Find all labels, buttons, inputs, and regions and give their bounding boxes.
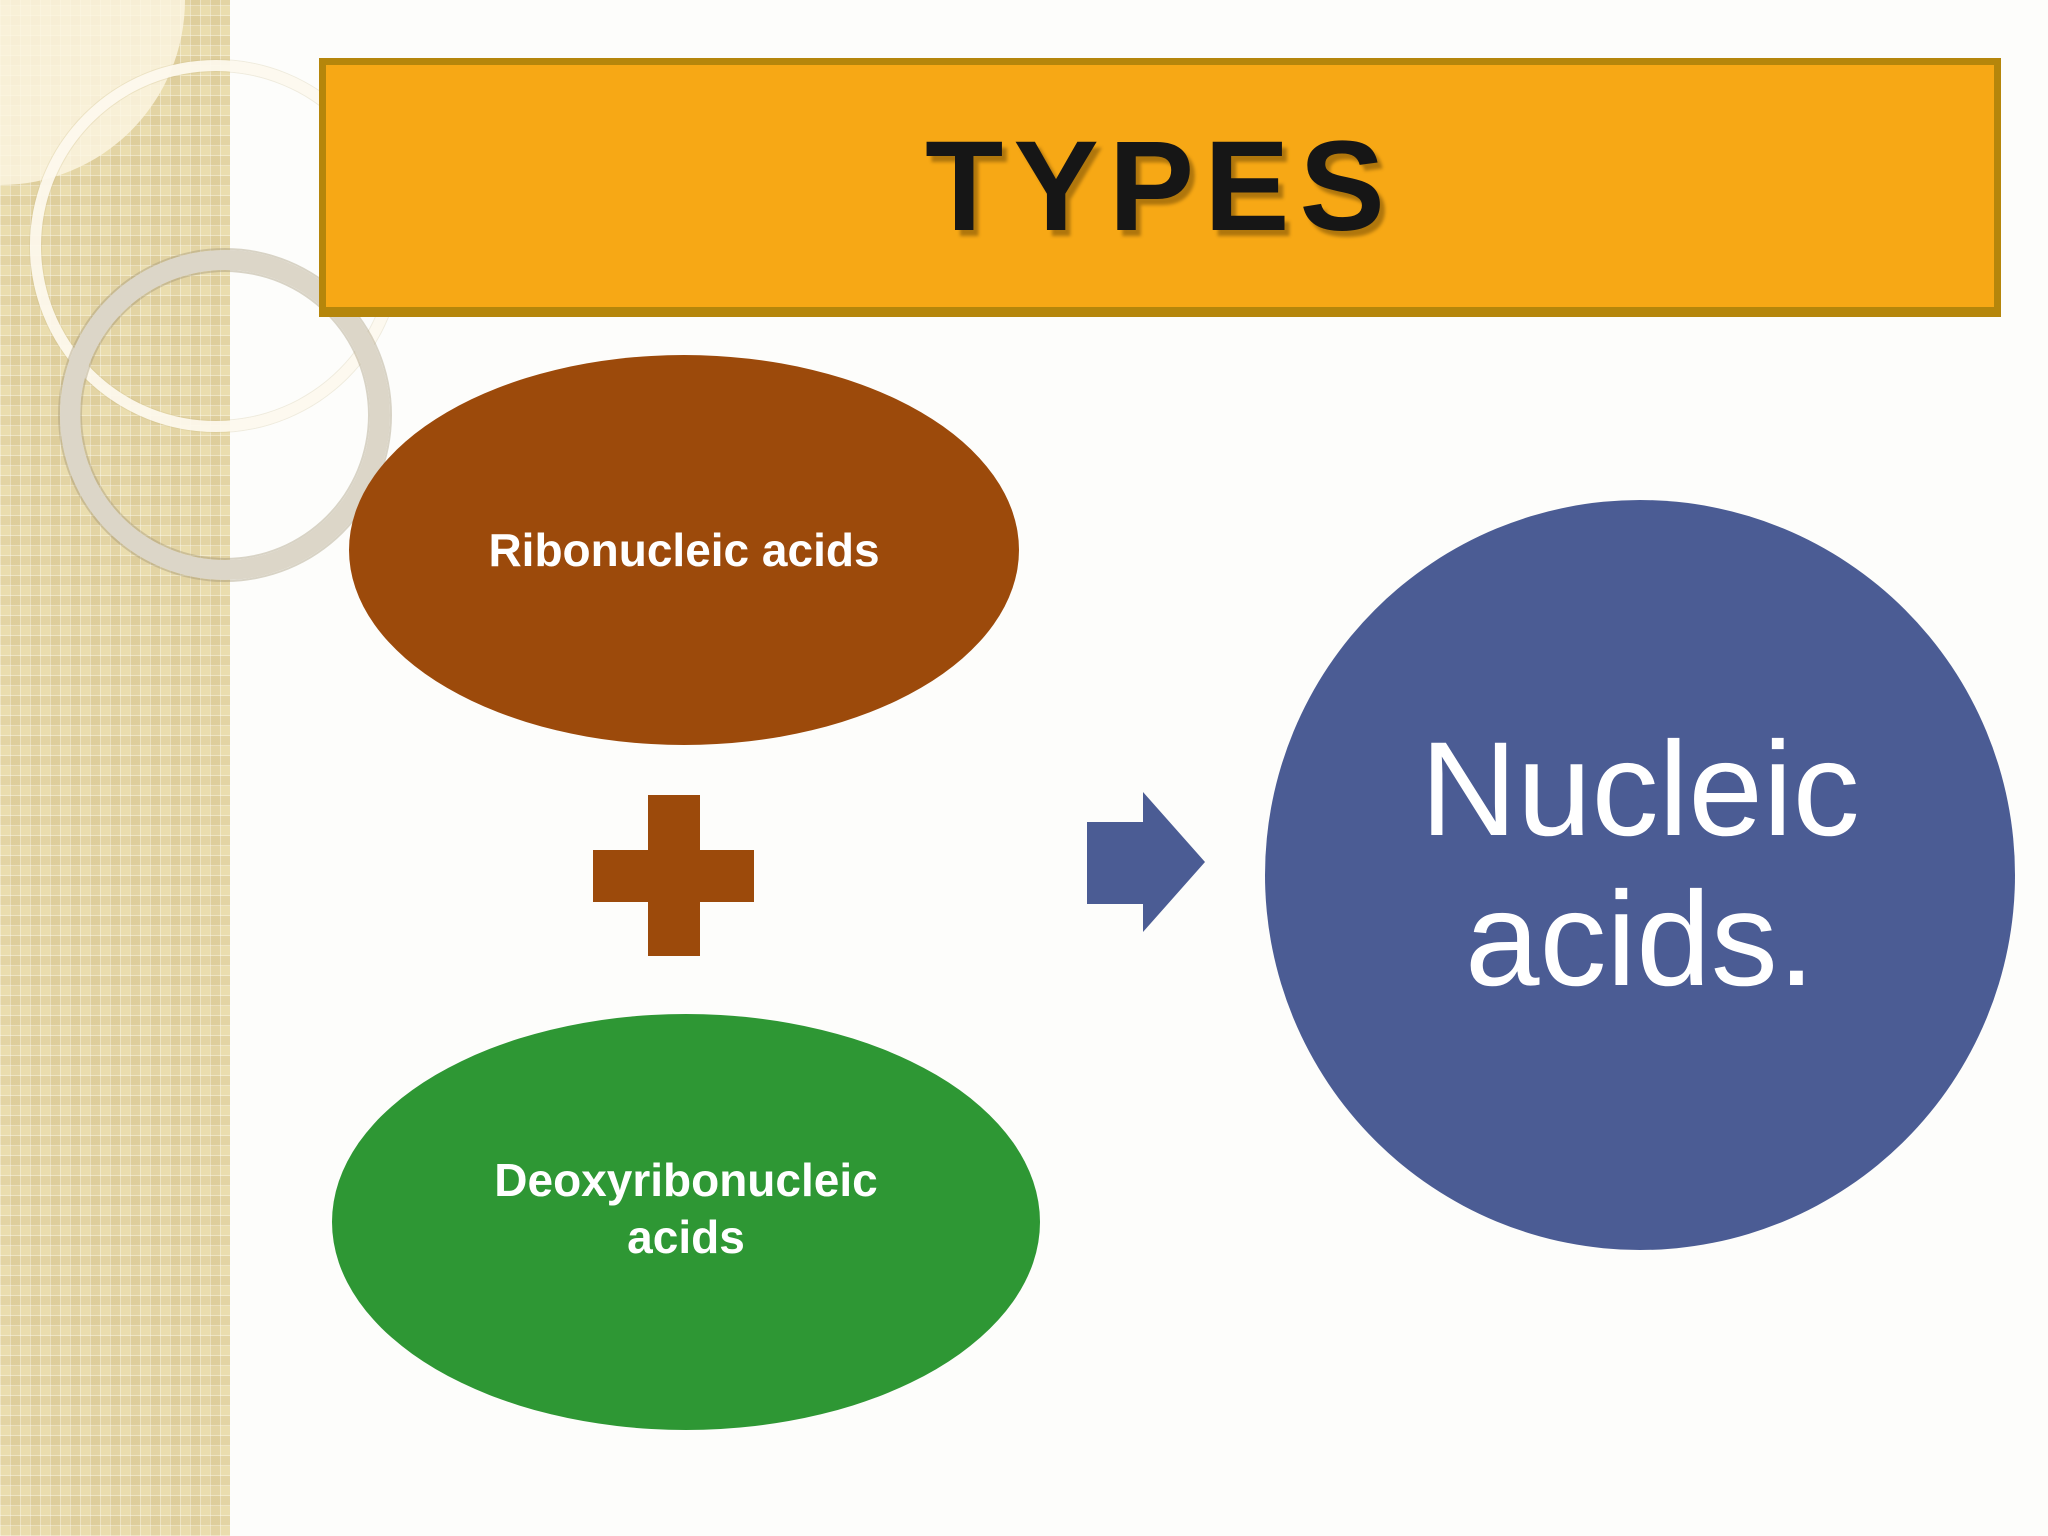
sidebar-decoration bbox=[0, 0, 402, 1536]
dna-ellipse: Deoxyribonucleic acids bbox=[332, 1014, 1040, 1430]
plus-icon bbox=[593, 795, 754, 956]
slide-title: TYPES bbox=[925, 114, 1395, 258]
rna-label: Ribonucleic acids bbox=[488, 524, 880, 576]
dna-label-line2: acids bbox=[627, 1211, 745, 1263]
arrow-right-icon bbox=[1087, 792, 1205, 932]
dna-label-line1: Deoxyribonucleic bbox=[494, 1153, 878, 1206]
nucleic-label-line1: Nucleic bbox=[1420, 714, 1860, 864]
nucleic-acids-circle: Nucleic acids. bbox=[1265, 500, 2015, 1250]
nucleic-label-line2: acids. bbox=[1464, 865, 1816, 1014]
title-banner: TYPES bbox=[319, 58, 2001, 317]
rna-ellipse: Ribonucleic acids bbox=[349, 355, 1019, 745]
